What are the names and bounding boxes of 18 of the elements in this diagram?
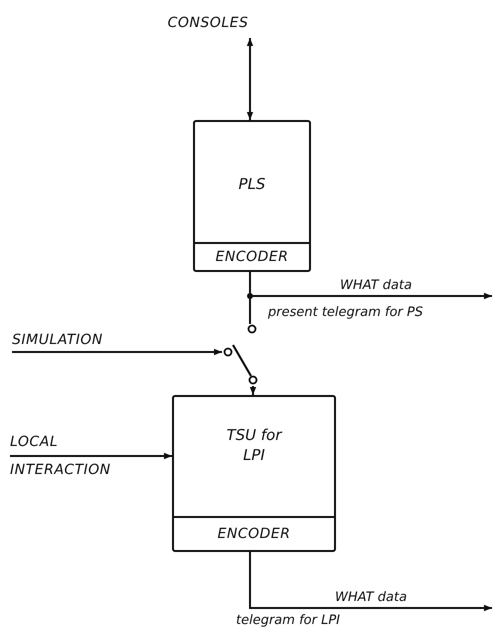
unit-box — [193, 120, 311, 272]
arrow — [10, 452, 172, 460]
unit-box — [172, 395, 336, 552]
unit-title: PLS — [238, 174, 266, 194]
signal-label: LOCAL INTERACTION — [10, 432, 150, 480]
signal-label: SIMULATION — [12, 328, 124, 352]
arrow — [250, 386, 256, 395]
unit-title: TSU for LPI — [225, 425, 284, 465]
encoder-section: ENCODER — [195, 242, 309, 270]
arrow — [12, 348, 222, 356]
encoder-section: ENCODER — [174, 516, 334, 550]
signal-label: CONSOLES — [160, 10, 256, 36]
edge-label: WHAT data — [340, 278, 412, 294]
arrow — [249, 552, 492, 612]
arrow — [246, 38, 254, 120]
signal-note: present telegram for PS — [268, 305, 423, 321]
signal-note: telegram for LPI — [236, 613, 340, 629]
edge-label: WHAT data — [335, 590, 407, 606]
